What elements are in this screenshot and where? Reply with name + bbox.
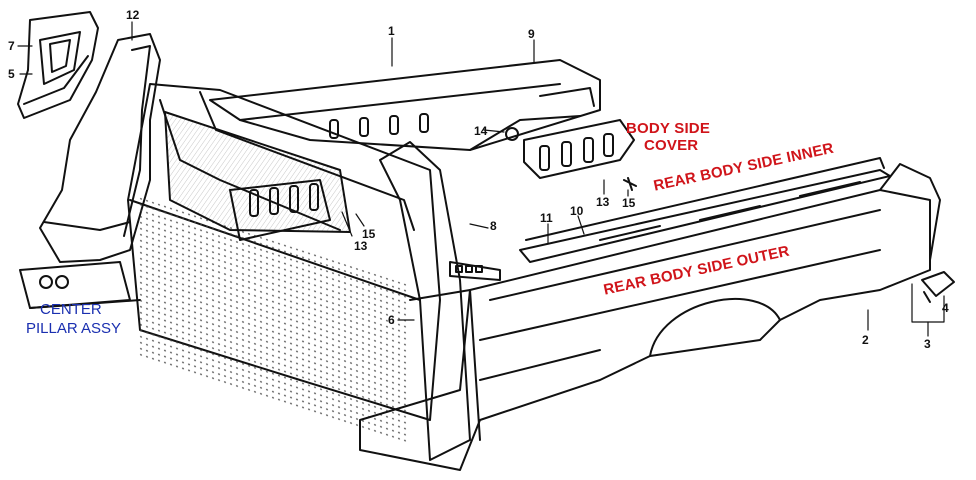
bed-front-panel — [209, 59, 601, 151]
callout-3: 3 — [924, 337, 931, 351]
callout-15-frame: 15 — [362, 227, 376, 241]
callout-12: 12 — [126, 8, 140, 22]
callout-10: 10 — [570, 204, 584, 218]
callout-5: 5 — [8, 67, 15, 81]
callout-8: 8 — [490, 219, 497, 233]
rear-pillar — [379, 141, 501, 461]
center-pillar — [19, 33, 161, 309]
label-center-pillar-assy: CENTER PILLAR ASSY — [26, 300, 121, 338]
callout-6: 6 — [388, 313, 395, 327]
callout-13-cover: 13 — [596, 195, 610, 209]
label-body-side-cover: BODY SIDE COVER — [626, 120, 710, 154]
callout-1: 1 — [388, 24, 395, 38]
callout-13-frame: 13 — [354, 239, 368, 253]
clip-part-4 — [921, 271, 955, 303]
label-center-pillar-line2: PILLAR ASSY — [26, 320, 122, 337]
bracket-part-7-5 — [17, 11, 99, 119]
callout-9: 9 — [528, 27, 535, 41]
callout-11: 11 — [540, 211, 553, 225]
callout-15-cover: 15 — [622, 196, 636, 210]
label-body-side-cover-line2: COVER — [644, 137, 699, 154]
callout-14: 14 — [474, 124, 488, 138]
window-frame — [164, 111, 351, 241]
label-center-pillar-line1: CENTER — [40, 301, 102, 318]
body-side-cover-plate — [505, 119, 637, 191]
rear-body-side-outer — [359, 163, 941, 471]
label-body-side-cover-line1: BODY SIDE — [626, 120, 711, 137]
leader-lines — [17, 21, 945, 337]
callout-7: 7 — [8, 39, 15, 53]
callout-2: 2 — [862, 333, 869, 347]
callout-4: 4 — [942, 301, 949, 315]
